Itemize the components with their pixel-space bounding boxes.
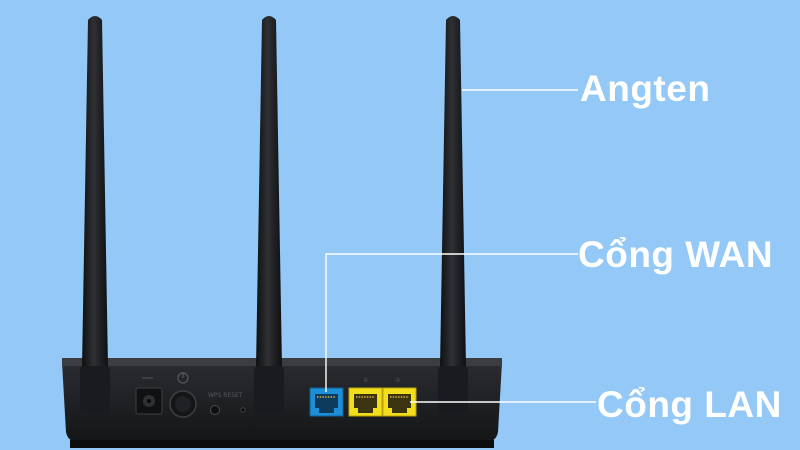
svg-text:②: ② — [395, 377, 401, 384]
wps-reset-marking: WPS RESET — [208, 392, 243, 399]
antenna-label: Angten — [580, 68, 711, 109]
wps-reset-area: WPS RESET — [208, 392, 246, 415]
dc-jack-icon: ═══ — [135, 375, 163, 415]
power-button[interactable] — [169, 390, 197, 418]
antenna-right — [438, 16, 468, 414]
svg-text:①: ① — [363, 377, 368, 384]
callout-lines — [325, 89, 596, 403]
power-symbol-icon — [177, 372, 189, 384]
antenna-middle — [254, 16, 284, 414]
lan-port-label: Cổng LAN — [597, 384, 782, 425]
lan-port-1: ① — [348, 377, 383, 417]
antenna-left — [80, 16, 110, 414]
callout-line-wan — [325, 253, 578, 392]
svg-text:═══: ═══ — [141, 375, 153, 382]
wan-port — [309, 387, 344, 417]
wan-port-label: Cổng WAN — [578, 234, 774, 275]
